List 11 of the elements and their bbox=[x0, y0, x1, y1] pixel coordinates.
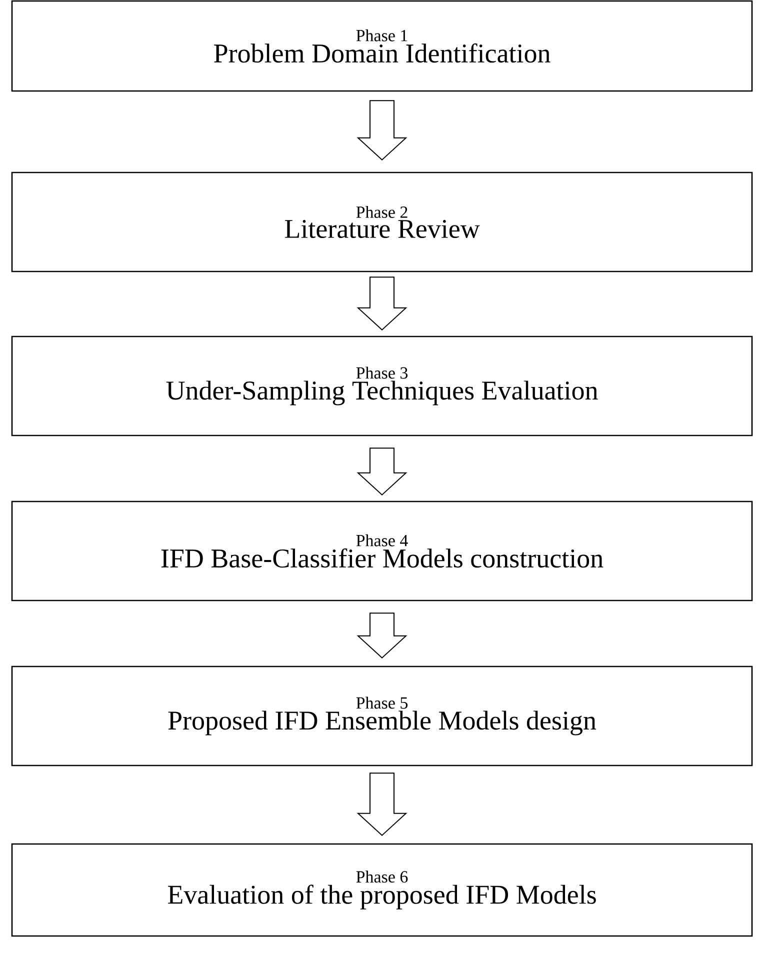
block-arrow bbox=[356, 276, 408, 331]
phase-box: Phase 4 IFD Base-Classifier Models construction bbox=[11, 500, 753, 602]
phase-box: Phase 2 Literature Review bbox=[11, 172, 753, 272]
block-arrow bbox=[356, 448, 408, 496]
block-arrow bbox=[356, 100, 408, 161]
phase-box: Phase 3 Under-Sampling Techniques Evaluation bbox=[11, 336, 753, 436]
phase-box: Phase 5 Proposed IFD Ensemble Models design bbox=[11, 666, 753, 766]
block-arrow bbox=[356, 612, 408, 659]
block-arrow bbox=[356, 772, 408, 836]
phase-box: Phase 6 Evaluation of the proposed IFD Models bbox=[11, 843, 753, 937]
phase-box: Phase 1 Problem Domain Identification bbox=[11, 0, 753, 92]
